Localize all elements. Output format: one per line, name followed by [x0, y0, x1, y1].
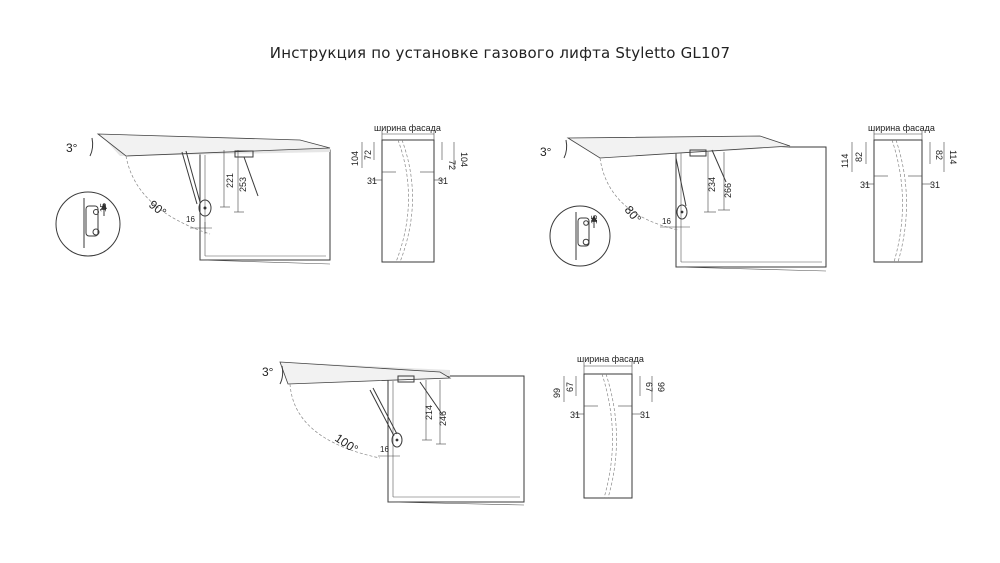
- dimension-lines: [190, 150, 244, 234]
- front-inner-right: 72: [447, 160, 457, 170]
- dim-266: 266: [723, 183, 733, 198]
- cabinet-box: [675, 146, 827, 272]
- tilt-arrow: [563, 139, 568, 159]
- inset-arrow-label: 15: [99, 203, 108, 212]
- side-view-90: 3° 90° 253 221 16 15: [55, 133, 331, 265]
- facade-width-label: ширина фасада: [577, 354, 644, 364]
- detail-inset: [549, 205, 611, 267]
- gas-lift-mechanism: [369, 375, 443, 448]
- front-side-left: 31: [367, 176, 377, 186]
- front-inner-left: 72: [363, 150, 373, 160]
- front-side-left: 31: [570, 410, 580, 420]
- front-outer-right: 104: [459, 152, 469, 167]
- front-outer-left: 99: [552, 388, 562, 398]
- front-side-right: 31: [438, 176, 448, 186]
- cabinet-box: [199, 149, 331, 265]
- detail-inset: [55, 191, 121, 257]
- front-side-right: 31: [930, 180, 940, 190]
- gas-lift-mechanism: [675, 149, 727, 220]
- swing-arc: [289, 383, 381, 459]
- tilt-label: 3°: [262, 365, 274, 379]
- dim-16: 16: [186, 215, 195, 224]
- front-view-3: ширина фасада 99 67 31 67 99 31: [552, 354, 666, 499]
- tilt-label: 3°: [540, 145, 552, 159]
- dim-246: 246: [438, 411, 448, 426]
- angle-label: 80°: [622, 203, 645, 226]
- dimension-lines: [660, 152, 730, 228]
- gas-lift-mechanism: [181, 150, 259, 217]
- front-outer-left: 104: [350, 151, 360, 166]
- front-view-1: ширина фасада 104 72 31 72 104 31: [350, 123, 469, 263]
- inset-arrow-label: 15: [590, 215, 599, 224]
- front-inner-left: 67: [565, 382, 575, 392]
- open-lid: [279, 361, 452, 385]
- dim-253: 253: [238, 177, 248, 192]
- open-lid: [96, 133, 331, 157]
- front-inner-left: 82: [854, 152, 864, 162]
- front-outer-right: 114: [948, 150, 958, 164]
- dim-16: 16: [662, 217, 671, 226]
- tilt-arrow: [89, 137, 94, 157]
- swing-arc: [125, 155, 211, 235]
- tilt-label: 3°: [66, 141, 78, 155]
- front-view-2: ширина фасада 114 82 31 82 114 31: [840, 123, 958, 263]
- front-side-right: 31: [640, 410, 650, 420]
- dimension-lines: [378, 380, 446, 457]
- cabinet-box: [387, 375, 525, 506]
- dim-221: 221: [225, 173, 235, 188]
- dim-234: 234: [707, 177, 717, 192]
- side-view-100: 3° 100° 246 214 16: [262, 361, 525, 506]
- dim-214: 214: [424, 405, 434, 420]
- tilt-arrow: [279, 365, 284, 385]
- front-inner-right: 67: [644, 382, 654, 392]
- facade-width-label: ширина фасада: [868, 123, 935, 133]
- front-side-left: 31: [860, 180, 870, 190]
- dim-16: 16: [380, 445, 389, 454]
- front-outer-right: 99: [656, 382, 666, 392]
- open-lid: [566, 135, 791, 159]
- side-view-80: 3° 80° 266 234 16 15: [540, 135, 827, 272]
- angle-label: 100°: [332, 431, 361, 457]
- facade-width-label: ширина фасада: [374, 123, 441, 133]
- swing-arc: [599, 157, 679, 231]
- front-inner-right: 82: [934, 150, 944, 160]
- front-outer-left: 114: [840, 154, 850, 168]
- page-title: Инструкция по установке газового лифта S…: [269, 44, 731, 62]
